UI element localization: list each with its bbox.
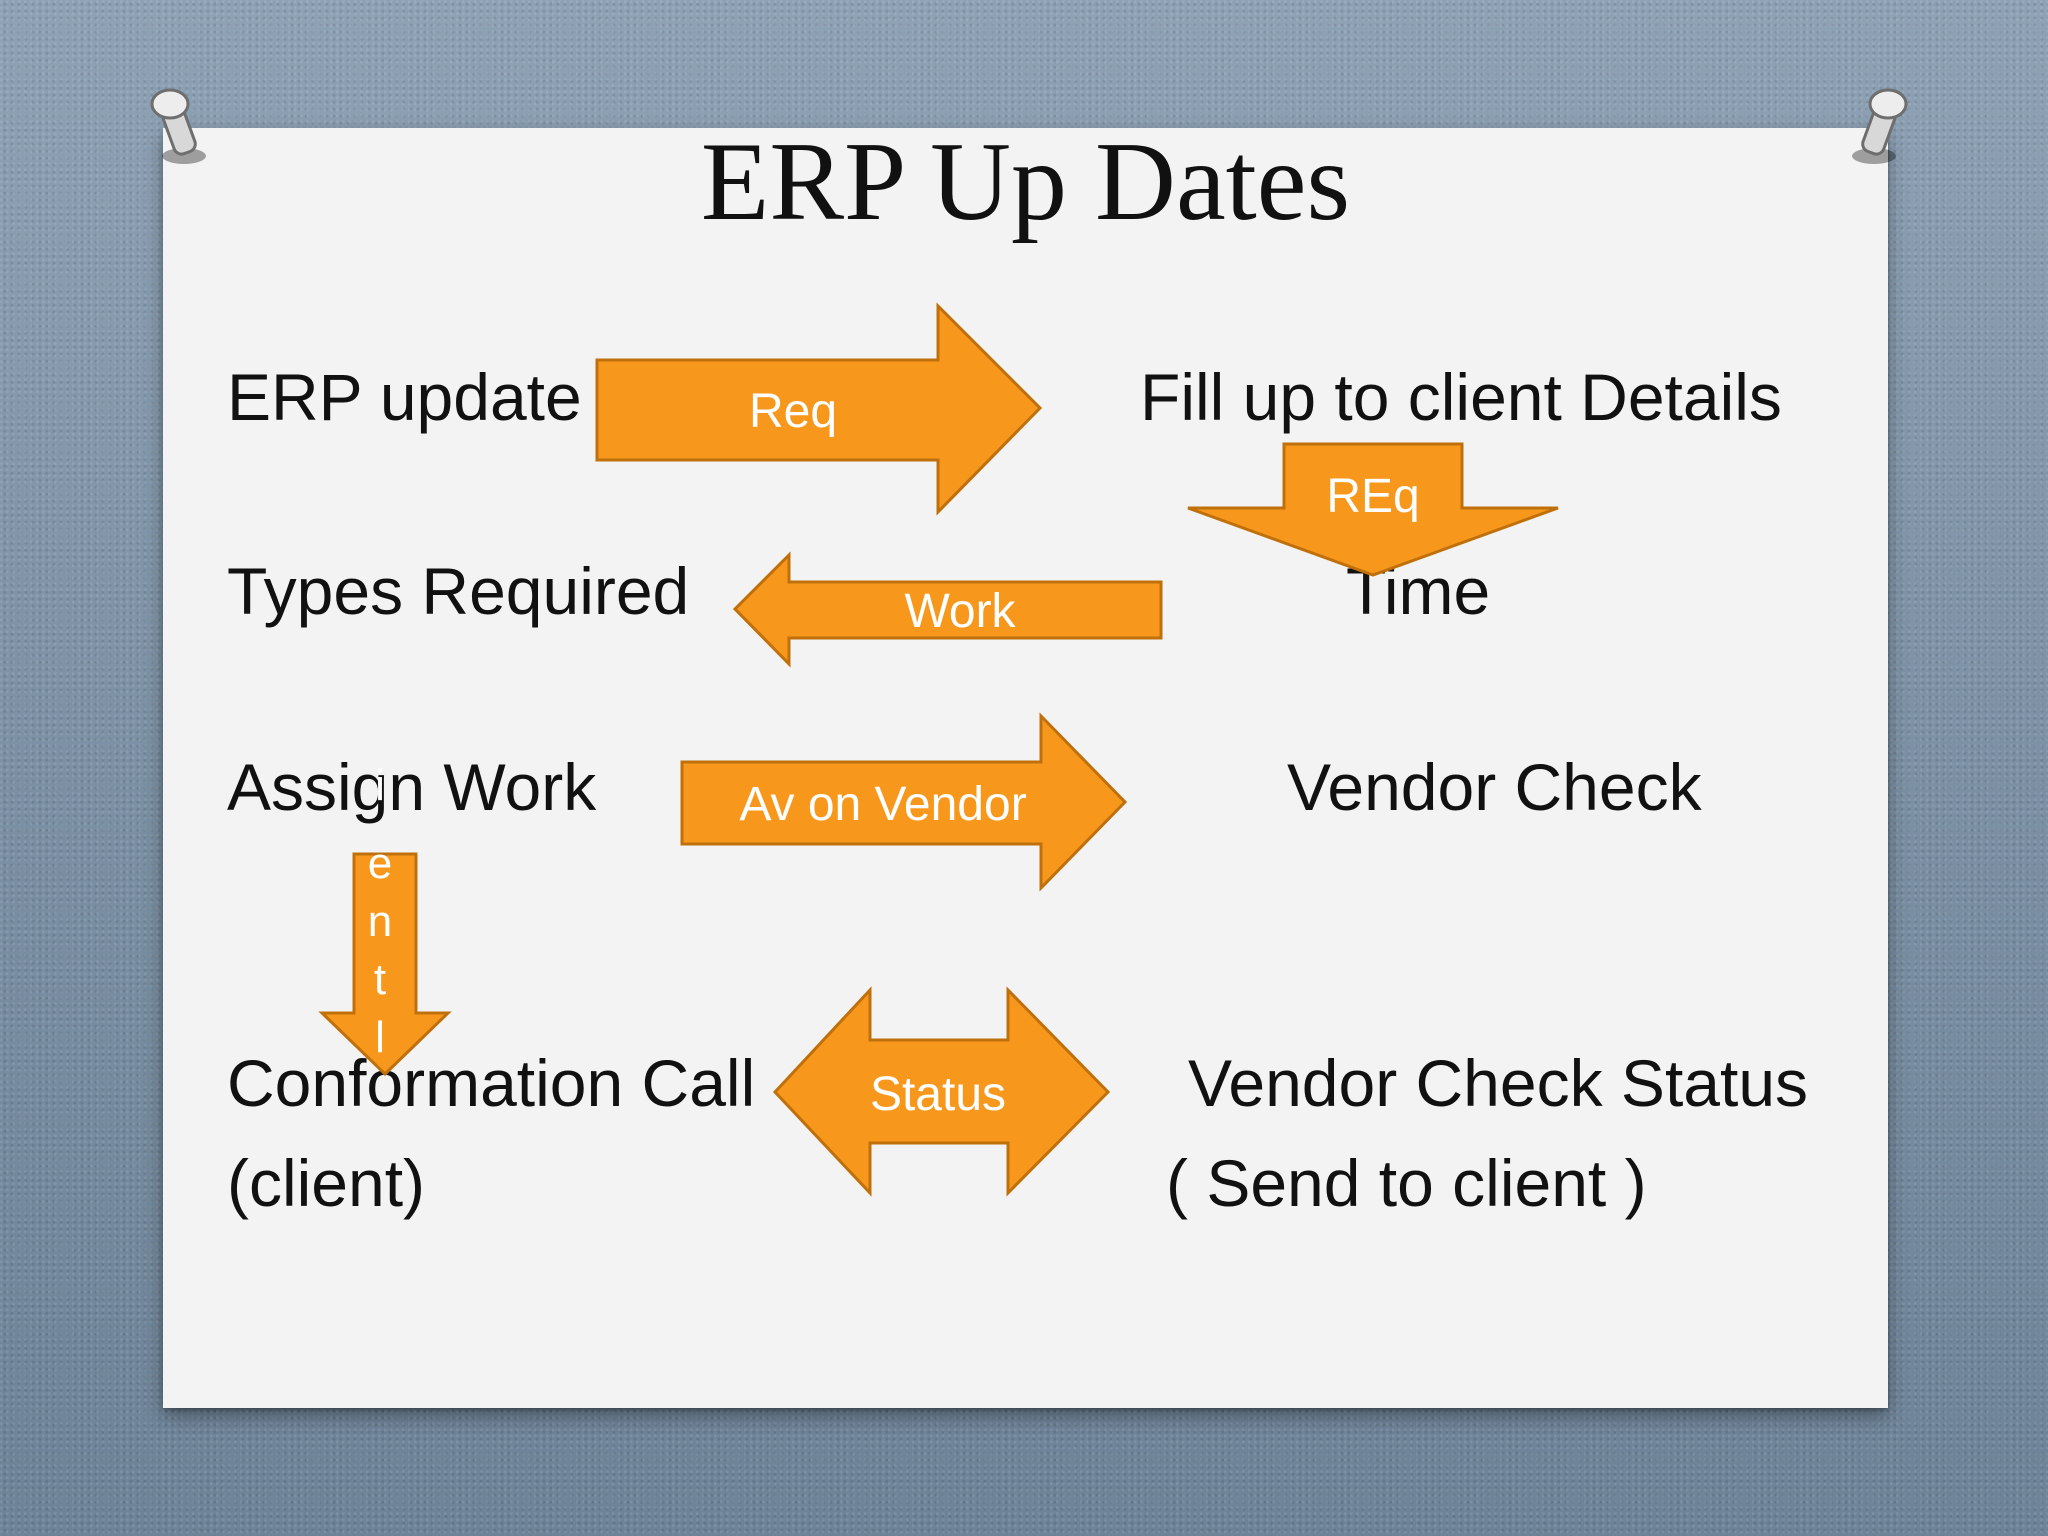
slide-title: ERP Up Dates: [700, 120, 1351, 244]
arrow-req-down: REq: [1187, 442, 1559, 577]
pushpin-icon: [1852, 88, 1908, 164]
label-fill-up-client-details: Fill up to client Details: [1140, 360, 1782, 434]
arrow-status: Status: [772, 986, 1111, 1197]
arrow-av-on-vendor: Av on Vendor: [680, 712, 1128, 892]
pushpin-icon: [150, 88, 206, 164]
label-conformation-call: Conformation Call: [227, 1046, 756, 1120]
vertical-letter: e: [368, 839, 392, 888]
label-vendor-check-status: Vendor Check Status: [1188, 1046, 1809, 1120]
label-send-to-client: ( Send to client ): [1166, 1146, 1647, 1220]
arrow-label-req-down: REq: [1326, 470, 1419, 523]
arrow-label-work: Work: [904, 585, 1016, 638]
label-vendor-check: Vendor Check: [1287, 750, 1702, 824]
arrow-vertical-down: [318, 852, 452, 1077]
vertical-letter: l: [375, 1013, 385, 1062]
label-client: (client): [227, 1146, 426, 1220]
vertical-letter: i: [375, 761, 385, 810]
arrow-label-req: Req: [749, 385, 837, 438]
label-assign-work: Assign Work: [227, 750, 597, 824]
label-types-required: Types Required: [227, 554, 690, 628]
vertical-letter: n: [368, 897, 392, 946]
label-erp-update: ERP update: [227, 360, 582, 434]
arrow-label-status: Status: [870, 1068, 1006, 1121]
vertical-letter: t: [374, 955, 386, 1004]
arrow-label-av-on-vendor: Av on Vendor: [739, 778, 1026, 831]
arrow-req: Req: [595, 302, 1043, 516]
arrow-work: Work: [732, 551, 1163, 668]
vertical-letters: i e n t l: [368, 761, 392, 1062]
